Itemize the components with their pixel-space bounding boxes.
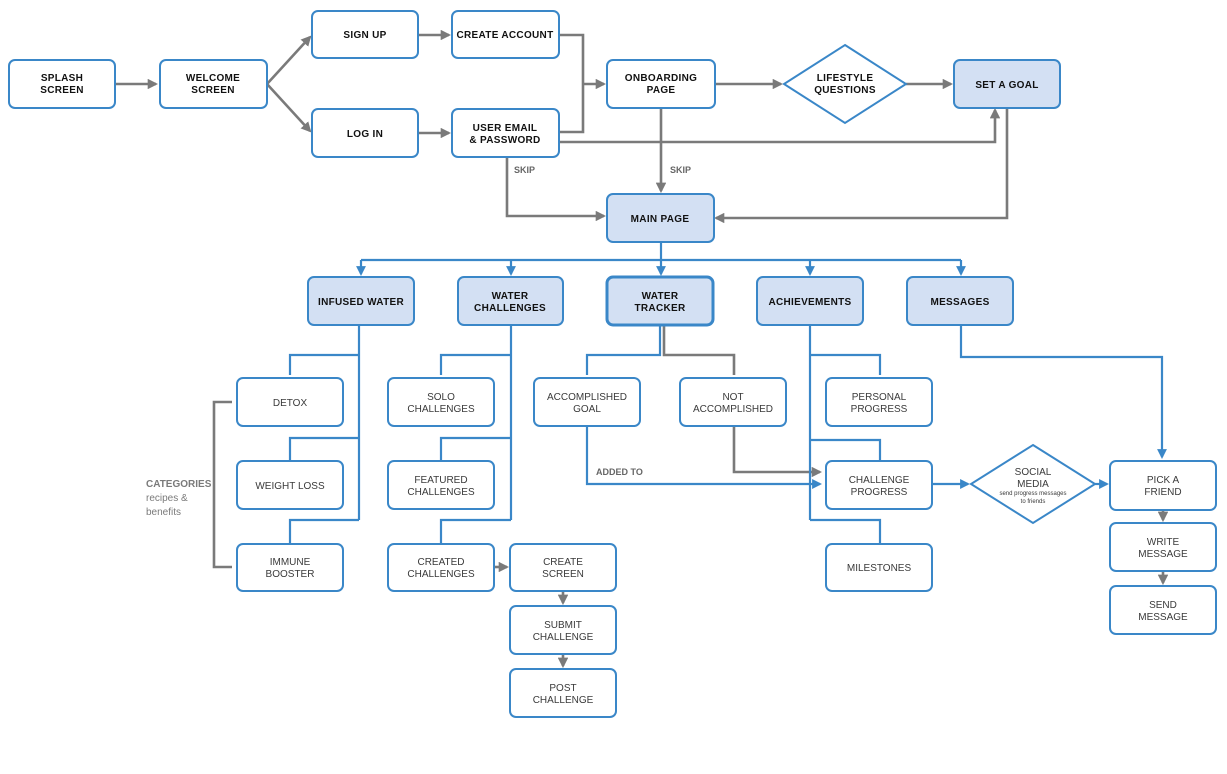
node-user-email-password: USER EMAIL & PASSWORD — [451, 108, 560, 158]
node-label: WRITE — [1147, 537, 1180, 548]
node-label: GOAL — [573, 404, 601, 415]
node-label: SET A GOAL — [975, 80, 1038, 91]
node-sign-up: SIGN UP — [311, 10, 419, 59]
skip-label-left: SKIP — [514, 165, 535, 175]
node-label: CHALLENGE — [849, 475, 910, 486]
node-label: LOG IN — [347, 129, 383, 140]
node-label: SCREEN — [40, 85, 83, 96]
node-label: USER EMAIL — [473, 123, 538, 134]
node-accomplished-goal: ACCOMPLISHED GOAL — [533, 377, 641, 427]
node-post-challenge: POST CHALLENGE — [509, 668, 617, 718]
node-label: INFUSED WATER — [318, 297, 404, 308]
node-water-tracker: WATER TRACKER — [605, 275, 715, 327]
node-label: CHALLENGE — [533, 632, 594, 643]
node-label: SCREEN — [542, 569, 584, 580]
node-label: SIGN UP — [343, 30, 386, 41]
node-label: SOCIAL — [1015, 467, 1052, 478]
node-set-a-goal: SET A GOAL — [953, 59, 1061, 109]
node-label: CHALLENGES — [407, 487, 475, 498]
node-label: ACHIEVEMENTS — [768, 297, 851, 308]
node-label: FEATURED — [414, 475, 467, 486]
node-social-media: SOCIAL MEDIA send progress messages to f… — [969, 443, 1097, 525]
node-detox: DETOX — [236, 377, 344, 427]
node-label: PERSONAL — [852, 392, 907, 403]
node-label: POST — [549, 683, 576, 694]
node-create-screen: CREATE SCREEN — [509, 543, 617, 592]
node-label: LIFESTYLE — [817, 73, 874, 84]
node-challenge-progress: CHALLENGE PROGRESS — [825, 460, 933, 510]
node-label: WELCOME — [186, 73, 240, 84]
node-label: CHALLENGE — [533, 695, 594, 706]
node-messages: MESSAGES — [906, 276, 1014, 326]
node-label: MEDIA — [1017, 479, 1049, 490]
node-water-challenges: WATER CHALLENGES — [457, 276, 564, 326]
node-label: CREATE — [543, 557, 583, 568]
node-label: MILESTONES — [847, 563, 912, 574]
node-featured-challenges: FEATURED CHALLENGES — [387, 460, 495, 510]
node-personal-progress: PERSONAL PROGRESS — [825, 377, 933, 427]
node-lifestyle-questions: LIFESTYLE QUESTIONS — [782, 43, 908, 125]
node-label: ONBOARDING — [625, 73, 697, 84]
node-weight-loss: WEIGHT LOSS — [236, 460, 344, 510]
node-label: IMMUNE — [270, 557, 311, 568]
node-infused-water: INFUSED WATER — [307, 276, 415, 326]
added-to-label: ADDED TO — [596, 467, 643, 477]
node-welcome-screen: WELCOME SCREEN — [159, 59, 268, 109]
node-label: BOOSTER — [266, 569, 315, 580]
gray-connectors — [116, 29, 1169, 669]
node-sublabel: to friends — [1021, 499, 1046, 505]
node-label: PAGE — [647, 85, 676, 96]
node-label: ACCOMPLISHED — [693, 404, 773, 415]
node-label: MESSAGE — [1138, 612, 1188, 623]
node-label: TRACKER — [635, 303, 686, 314]
node-label: DETOX — [273, 398, 308, 409]
node-label: NOT — [722, 392, 743, 403]
node-label: SCREEN — [191, 85, 234, 96]
categories-line-1: recipes & — [146, 493, 188, 504]
node-label: CHALLENGES — [407, 569, 475, 580]
node-label: CHALLENGES — [407, 404, 475, 415]
node-milestones: MILESTONES — [825, 543, 933, 592]
node-not-accomplished: NOT ACCOMPLISHED — [679, 377, 787, 427]
node-label: MESSAGES — [930, 297, 989, 308]
node-label: PICK A — [1147, 475, 1180, 486]
node-label: CHALLENGES — [474, 303, 546, 314]
node-onboarding-page: ONBOARDING PAGE — [606, 59, 716, 109]
node-label: WATER — [492, 291, 529, 302]
node-send-message: SEND MESSAGE — [1109, 585, 1217, 635]
node-label: MESSAGE — [1138, 549, 1188, 560]
categories-title: CATEGORIES — [146, 479, 212, 490]
categories-line-2: benefits — [146, 507, 181, 518]
node-log-in: LOG IN — [311, 108, 419, 158]
node-sublabel: send progress messages — [999, 491, 1066, 497]
node-achievements: ACHIEVEMENTS — [756, 276, 864, 326]
node-create-account: CREATE ACCOUNT — [451, 10, 560, 59]
node-label: SEND — [1149, 600, 1177, 611]
node-label: QUESTIONS — [814, 85, 876, 96]
node-pick-a-friend: PICK A FRIEND — [1109, 460, 1217, 511]
skip-label-right: SKIP — [670, 165, 691, 175]
node-write-message: WRITE MESSAGE — [1109, 522, 1217, 572]
node-label: PROGRESS — [851, 404, 908, 415]
node-label: WATER — [642, 291, 679, 302]
node-label: CREATED — [417, 557, 464, 568]
node-label: CREATE ACCOUNT — [457, 30, 554, 41]
node-main-page: MAIN PAGE — [606, 193, 715, 243]
node-immune-booster: IMMUNE BOOSTER — [236, 543, 344, 592]
node-created-challenges: CREATED CHALLENGES — [387, 543, 495, 592]
node-label: SPLASH — [41, 73, 83, 84]
node-label: SUBMIT — [544, 620, 582, 631]
node-label: WEIGHT LOSS — [255, 481, 325, 492]
blue-connectors — [288, 243, 1167, 543]
node-solo-challenges: SOLO CHALLENGES — [387, 377, 495, 427]
node-label: MAIN PAGE — [631, 214, 690, 225]
node-label: & PASSWORD — [469, 135, 540, 146]
node-label: PROGRESS — [851, 487, 908, 498]
node-label: ACCOMPLISHED — [547, 392, 627, 403]
node-label: FRIEND — [1144, 487, 1181, 498]
node-splash-screen: SPLASH SCREEN — [8, 59, 116, 109]
node-submit-challenge: SUBMIT CHALLENGE — [509, 605, 617, 655]
node-label: SOLO — [427, 392, 455, 403]
